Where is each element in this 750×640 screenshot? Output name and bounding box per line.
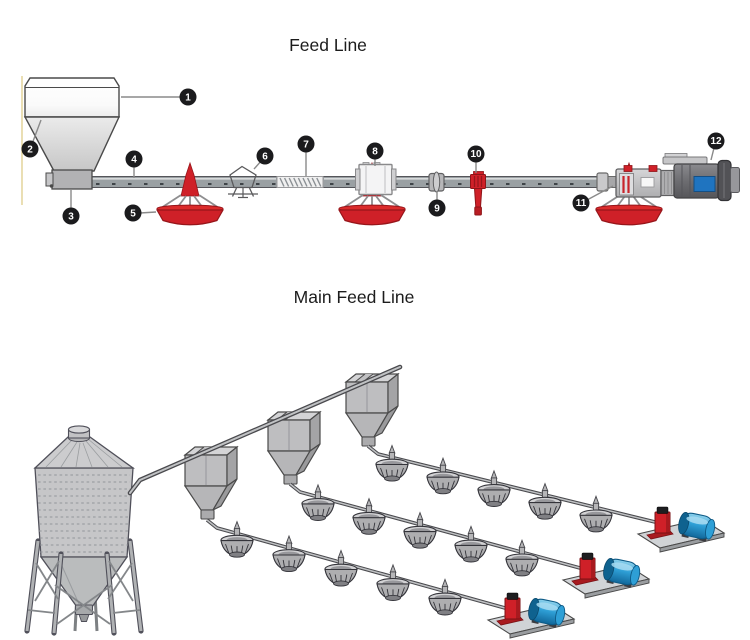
callout-4: 4 bbox=[125, 150, 143, 168]
feeder-pan bbox=[156, 162, 224, 226]
callout-11: 11 bbox=[572, 194, 590, 212]
svg-text:11: 11 bbox=[576, 198, 587, 209]
feeder-pan bbox=[220, 521, 254, 558]
hopper-funnel bbox=[23, 116, 121, 172]
feeder-pan bbox=[352, 498, 386, 535]
svg-text:2: 2 bbox=[27, 145, 33, 156]
drive-station bbox=[562, 552, 650, 599]
callout-1: 1 bbox=[179, 88, 197, 106]
feeder-pan bbox=[301, 484, 335, 522]
callout-9: 9 bbox=[428, 199, 446, 217]
callout-10: 10 bbox=[467, 145, 485, 163]
silo-legs bbox=[24, 538, 144, 636]
feeder-pan bbox=[505, 539, 539, 577]
feed-hopper bbox=[23, 77, 121, 190]
svg-text:8: 8 bbox=[372, 147, 378, 158]
feeder-pan bbox=[579, 495, 613, 533]
svg-text:6: 6 bbox=[262, 152, 268, 163]
feed-silo bbox=[24, 425, 144, 636]
pipe-connector bbox=[428, 171, 445, 193]
feeder-pan bbox=[324, 549, 358, 587]
svg-text:4: 4 bbox=[131, 155, 137, 166]
main-fill-pipe bbox=[127, 364, 403, 496]
callout-2: 2 bbox=[21, 140, 39, 158]
drive-station bbox=[487, 592, 575, 639]
feeder-pans-line-1 bbox=[375, 444, 613, 533]
svg-text:12: 12 bbox=[710, 136, 722, 147]
svg-text:10: 10 bbox=[470, 149, 482, 160]
feeder-pan bbox=[375, 444, 409, 482]
svg-text:9: 9 bbox=[434, 204, 440, 215]
auger-spring-section bbox=[276, 176, 324, 188]
callout-leaders bbox=[31, 96, 715, 214]
feed-line-title: Feed Line bbox=[289, 35, 367, 55]
callout-8: 8 bbox=[366, 142, 384, 160]
svg-text:7: 7 bbox=[303, 140, 309, 151]
feed-pipe bbox=[87, 176, 601, 188]
drop-box bbox=[355, 162, 397, 196]
hopper-boot bbox=[51, 169, 93, 190]
callout-5: 5 bbox=[124, 204, 142, 222]
main-feed-line-diagram: Main Feed Line bbox=[24, 287, 725, 639]
drive-station bbox=[637, 506, 725, 553]
main-feed-line-title: Main Feed Line bbox=[294, 287, 415, 307]
callout-12: 12 bbox=[707, 132, 725, 150]
svg-text:1: 1 bbox=[185, 93, 191, 104]
motor-label-panel bbox=[693, 176, 716, 192]
anti-roost-bracket bbox=[228, 165, 258, 199]
feeder-pan bbox=[403, 512, 437, 549]
feeder-pan bbox=[454, 525, 488, 563]
callout-6: 6 bbox=[256, 147, 274, 165]
callout-3: 3 bbox=[62, 207, 80, 225]
feeder-pan bbox=[528, 483, 562, 520]
svg-text:3: 3 bbox=[68, 212, 74, 223]
hopper-body bbox=[24, 77, 120, 118]
feeder-pan bbox=[477, 470, 511, 508]
feeder-pan bbox=[376, 564, 410, 602]
callout-7: 7 bbox=[297, 135, 315, 153]
shutoff-drop bbox=[470, 171, 486, 216]
feeder-line-1 bbox=[366, 444, 656, 524]
feeder-pan bbox=[272, 535, 306, 573]
feed-line-diagram: Feed Line bbox=[21, 35, 740, 226]
feeder-pan bbox=[428, 578, 462, 616]
svg-text:5: 5 bbox=[130, 209, 136, 220]
feeder-line-3 bbox=[205, 518, 506, 610]
feeder-line-2 bbox=[288, 482, 581, 570]
control-unit-and-motor bbox=[596, 153, 740, 202]
feeder-pan bbox=[426, 457, 460, 495]
callout-badges: 1 2 3 4 5 6 7 8 9 10 11 12 bbox=[21, 88, 725, 225]
